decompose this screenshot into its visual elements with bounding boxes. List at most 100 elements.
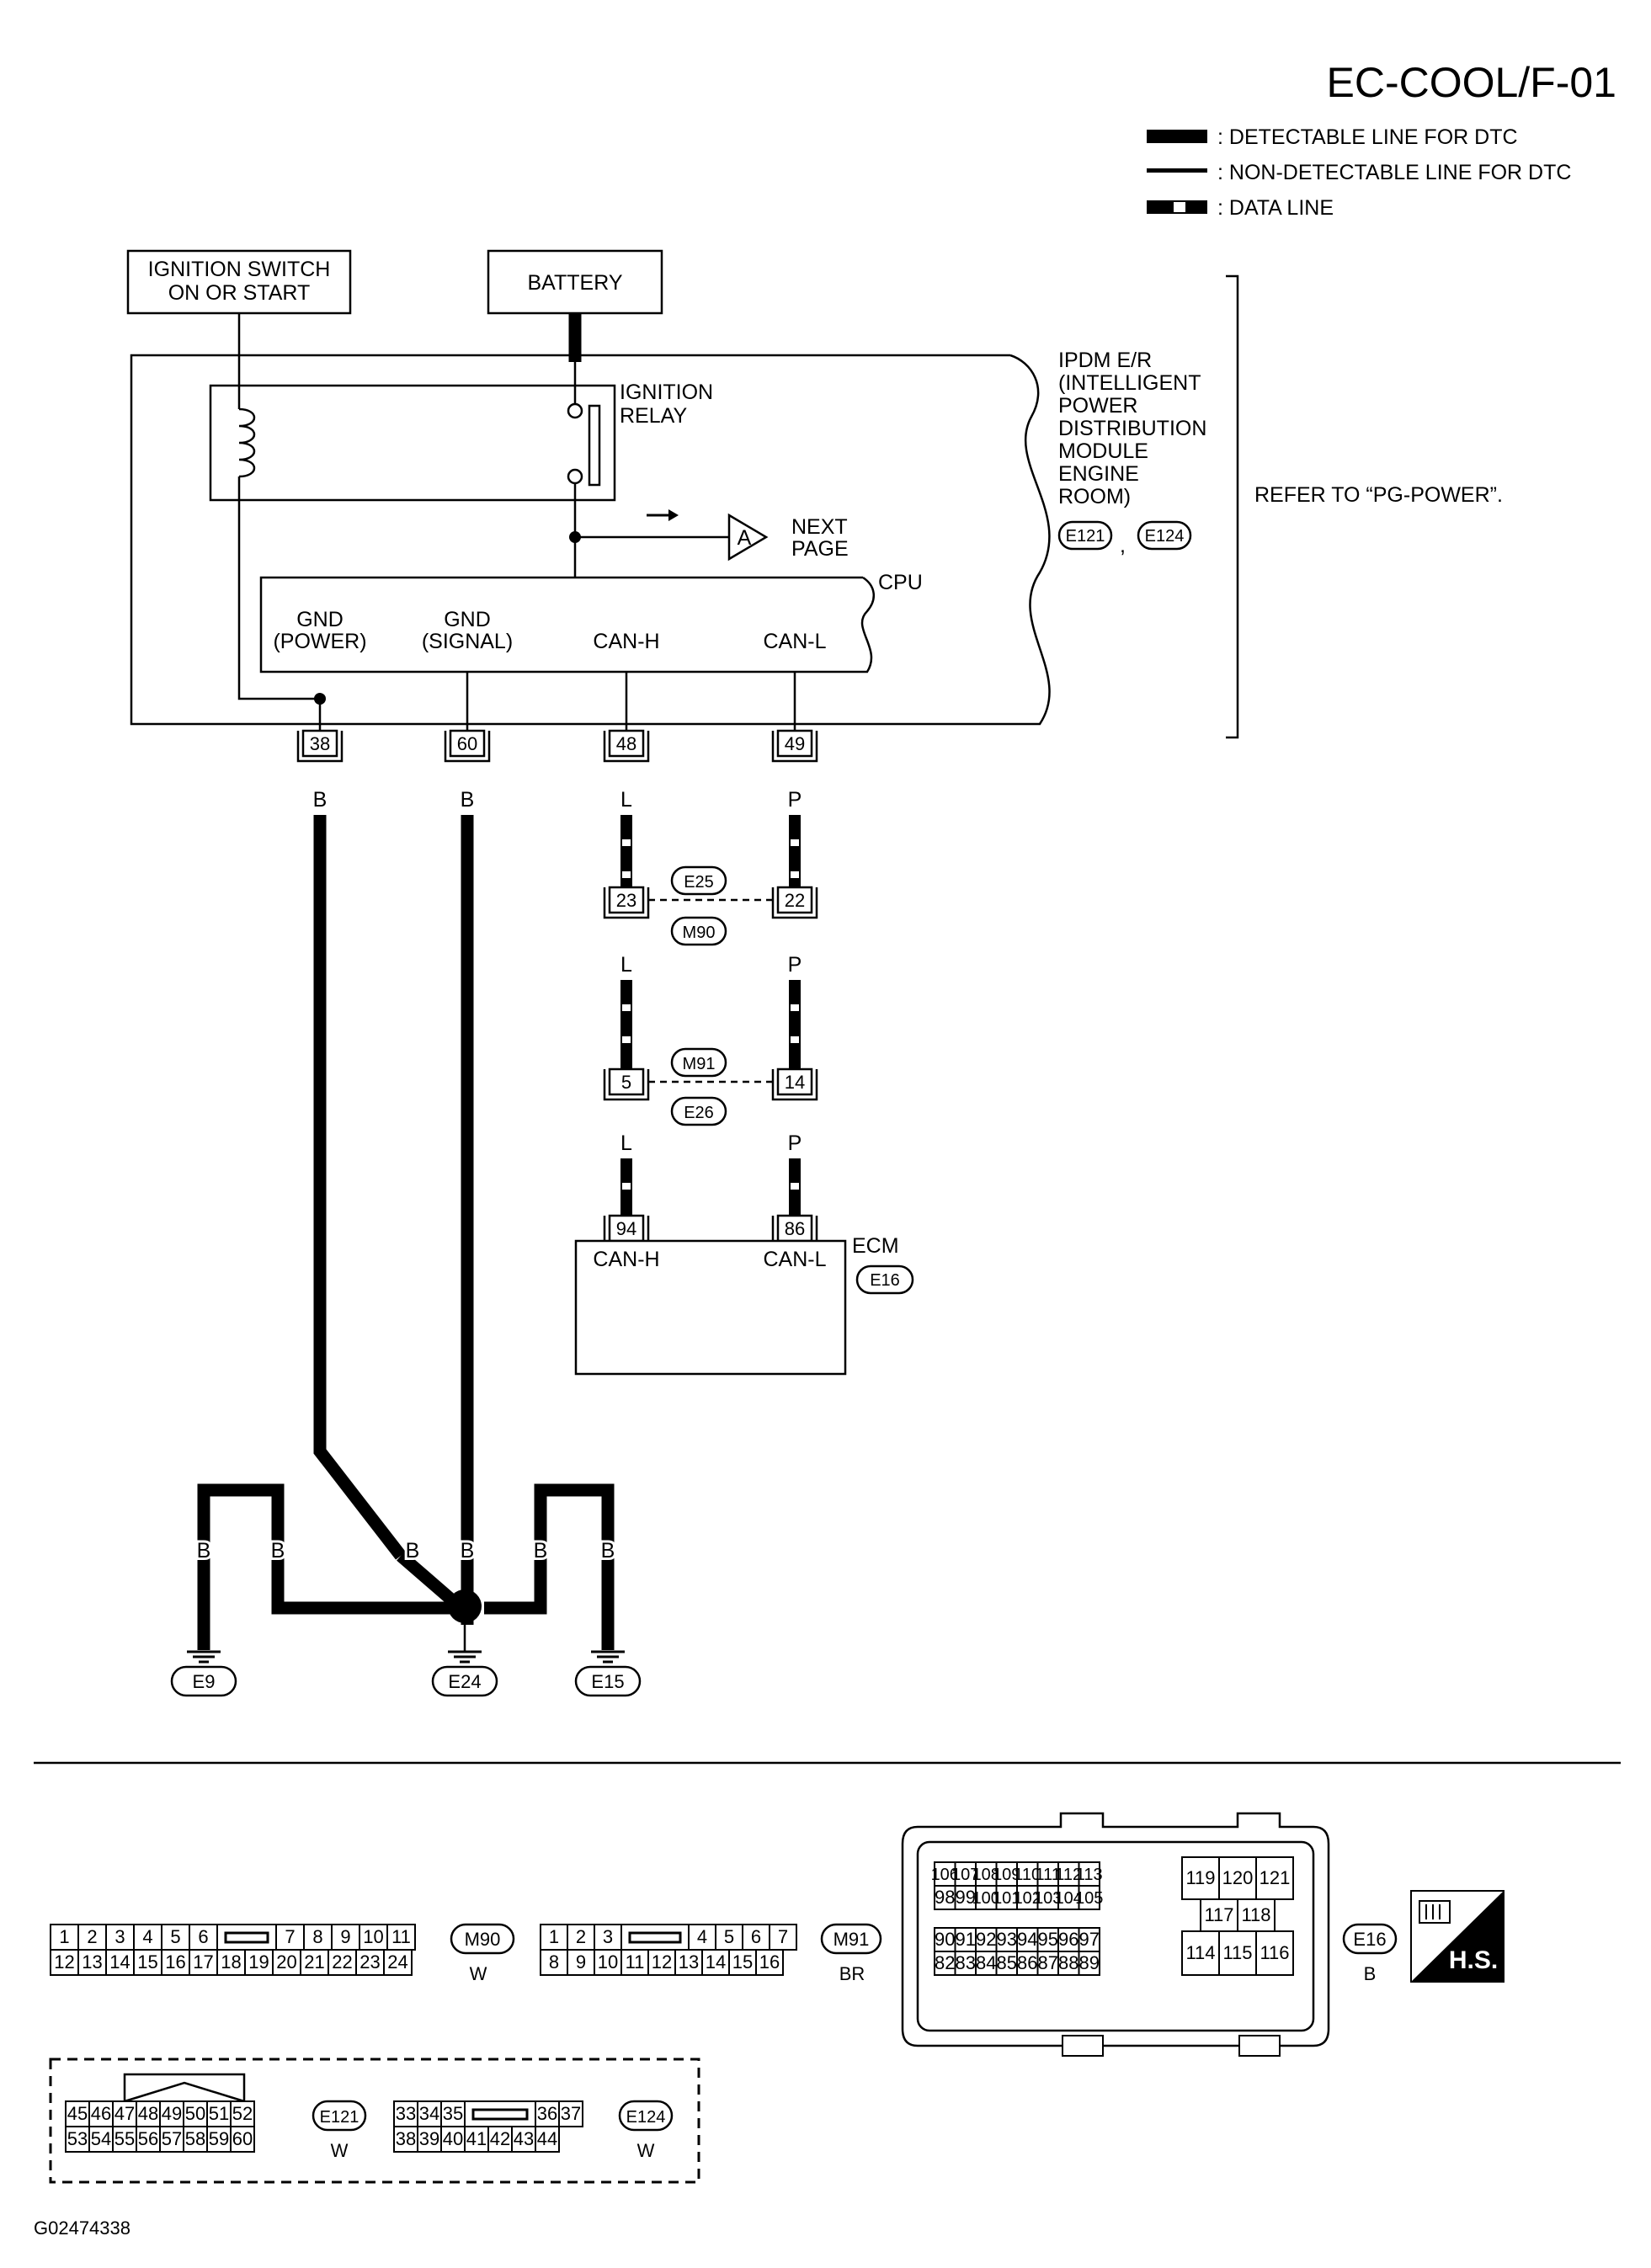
- junction-lower-pin-14-label: 14: [785, 1072, 805, 1093]
- e124-pin-43: 43: [514, 2128, 534, 2149]
- next-page-marker: [727, 513, 769, 562]
- e16-pin-103: 103: [1034, 1889, 1062, 1908]
- e16-pin-119: 119: [1185, 1867, 1215, 1888]
- ipdm-connector-comma: ,: [1120, 534, 1126, 557]
- connector-e26-label: E26: [684, 1104, 714, 1122]
- e16-latch-right: [1238, 2035, 1281, 2057]
- e16-pin-88-cell: [1057, 1951, 1080, 1976]
- m90-pin-16: 16: [165, 1951, 185, 1973]
- m91-pin-3-cell: [594, 1924, 622, 1951]
- connector-e25-outline: [670, 865, 727, 896]
- hs-badge: H.S.: [1410, 1890, 1505, 1983]
- ecm-connector-oval: [855, 1264, 914, 1295]
- junction-upper-pin-22-box: [776, 886, 813, 914]
- m91-pin-15: 15: [732, 1951, 753, 1973]
- e16-pin-93: 93: [997, 1929, 1017, 1950]
- ground-oval: [431, 1665, 498, 1697]
- coil-ground-lead: [237, 476, 320, 700]
- legend-data-line-swatch: [1147, 200, 1207, 214]
- ipdm-label-line-0: IPDM E/R: [1058, 349, 1152, 372]
- next-page-marker-label: A: [738, 526, 752, 550]
- e16-pin-82-cell: [934, 1951, 956, 1976]
- e121-pin-52: 52: [232, 2103, 253, 2124]
- ground-wire-color-3: B: [461, 1539, 475, 1563]
- m91-pin-16: 16: [759, 1951, 780, 1973]
- ipdm-label-line-3: DISTRIBUTION: [1058, 417, 1206, 440]
- m90-pin-24: 24: [387, 1951, 407, 1973]
- cpu-terminal-1-line2: (SIGNAL): [422, 630, 513, 653]
- e121-pin-59-cell: [206, 2126, 232, 2153]
- m91-pin-9-cell: [567, 1949, 595, 1976]
- hs-badge-label: H.S.: [1449, 1946, 1498, 1974]
- m90-pin-4: 4: [142, 1926, 152, 1947]
- e124-pin-37: 37: [561, 2103, 581, 2124]
- e124-pin-40-cell: [440, 2126, 466, 2153]
- e124-pin-36: 36: [537, 2103, 557, 2124]
- m91-pin-5-cell: [715, 1924, 743, 1951]
- e16-pin-85: 85: [997, 1952, 1017, 1973]
- junction-lower-pin-5-label: 5: [621, 1072, 631, 1093]
- e121-pin-56-cell: [136, 2126, 161, 2153]
- m90-pin-14: 14: [109, 1951, 130, 1973]
- junction-lower-pin-14-box: [776, 1067, 813, 1096]
- cpu-box: [259, 576, 875, 673]
- e16-pin-89: 89: [1079, 1952, 1100, 1973]
- m90-pin-1-cell: [50, 1924, 79, 1951]
- ipdm-pin-38-bracket: [296, 731, 344, 763]
- e16-pin-95-cell: [1036, 1927, 1059, 1952]
- ground-wire-color-1: B: [271, 1539, 285, 1563]
- legend-data-line-text: : DATA LINE: [1217, 196, 1334, 220]
- ignition-switch-label-1: IGNITION SWITCH: [148, 258, 331, 281]
- m90-pin-10: 10: [363, 1926, 383, 1947]
- junction-lower-color-1: P: [788, 1131, 802, 1155]
- can-h-upper-segment: [620, 838, 632, 848]
- can-l-middle-segment: [789, 1003, 801, 1013]
- e16-pin-102: 102: [1014, 1889, 1041, 1908]
- e121-color: W: [331, 2140, 349, 2161]
- e16-pin-86: 86: [1017, 1952, 1037, 1973]
- junction-upper-pin-23-bracket: [603, 887, 650, 919]
- m91-pin-4: 4: [697, 1926, 707, 1947]
- junction-upper-pin-23-label: 23: [616, 890, 636, 911]
- legend-non-detectable-text: : NON-DETECTABLE LINE FOR DTC: [1217, 161, 1571, 184]
- m90-pin-14-cell: [105, 1949, 135, 1976]
- e16-pin-90: 90: [935, 1929, 955, 1950]
- can-h-middle-segment: [620, 1003, 632, 1013]
- e16-pin-105: 105: [1075, 1889, 1103, 1908]
- m91-pin-1-cell: [540, 1924, 568, 1951]
- ipdm-wire-color-0: B: [313, 788, 328, 812]
- m90-lock-slot: [216, 1924, 277, 1951]
- e121-pin-50: 50: [185, 2103, 205, 2124]
- ground-wire-color-0: B: [197, 1539, 211, 1563]
- cpu-terminal-2-line2: CAN-H: [593, 630, 659, 653]
- e124-lock-slot-tab: [471, 2108, 529, 2121]
- junction-lower-pin-14: 14: [771, 1067, 818, 1101]
- m90-pin-3: 3: [115, 1926, 125, 1947]
- ipdm-label-line-5: ENGINE: [1058, 462, 1139, 486]
- ecm-connector-label: E16: [870, 1271, 900, 1290]
- m90-pin-18: 18: [221, 1951, 241, 1973]
- m90-pin-17-cell: [189, 1949, 218, 1976]
- m90-pin-12: 12: [54, 1951, 74, 1973]
- e16-pin-104-cell: [1057, 1885, 1080, 1910]
- m90-pin-6: 6: [198, 1926, 208, 1947]
- m90-pin-23: 23: [359, 1951, 380, 1973]
- e16-pin-103-cell: [1036, 1885, 1059, 1910]
- m90-pin-20-cell: [272, 1949, 301, 1976]
- e16-id-oval: [1342, 1923, 1398, 1955]
- e124-pin-33: 33: [396, 2103, 416, 2124]
- connector-e26-outline: [670, 1096, 727, 1126]
- ipdm-refer-bracket: [1226, 274, 1239, 739]
- ipdm-label-line-2: POWER: [1058, 394, 1137, 418]
- e16-pin-109-cell: [995, 1861, 1018, 1887]
- m90-id-oval: [450, 1923, 515, 1955]
- e16-pin-107: 107: [951, 1866, 979, 1884]
- ground-label-E15: E15: [591, 1671, 624, 1692]
- ecm-pin-86-box: [776, 1214, 813, 1243]
- can-l-upper-segment: [789, 870, 801, 880]
- e16-pin-101: 101: [993, 1889, 1020, 1908]
- m91-id: M91: [833, 1929, 870, 1950]
- junction-upper-pin-22-bracket: [771, 887, 818, 919]
- m90-pin-15: 15: [137, 1951, 157, 1973]
